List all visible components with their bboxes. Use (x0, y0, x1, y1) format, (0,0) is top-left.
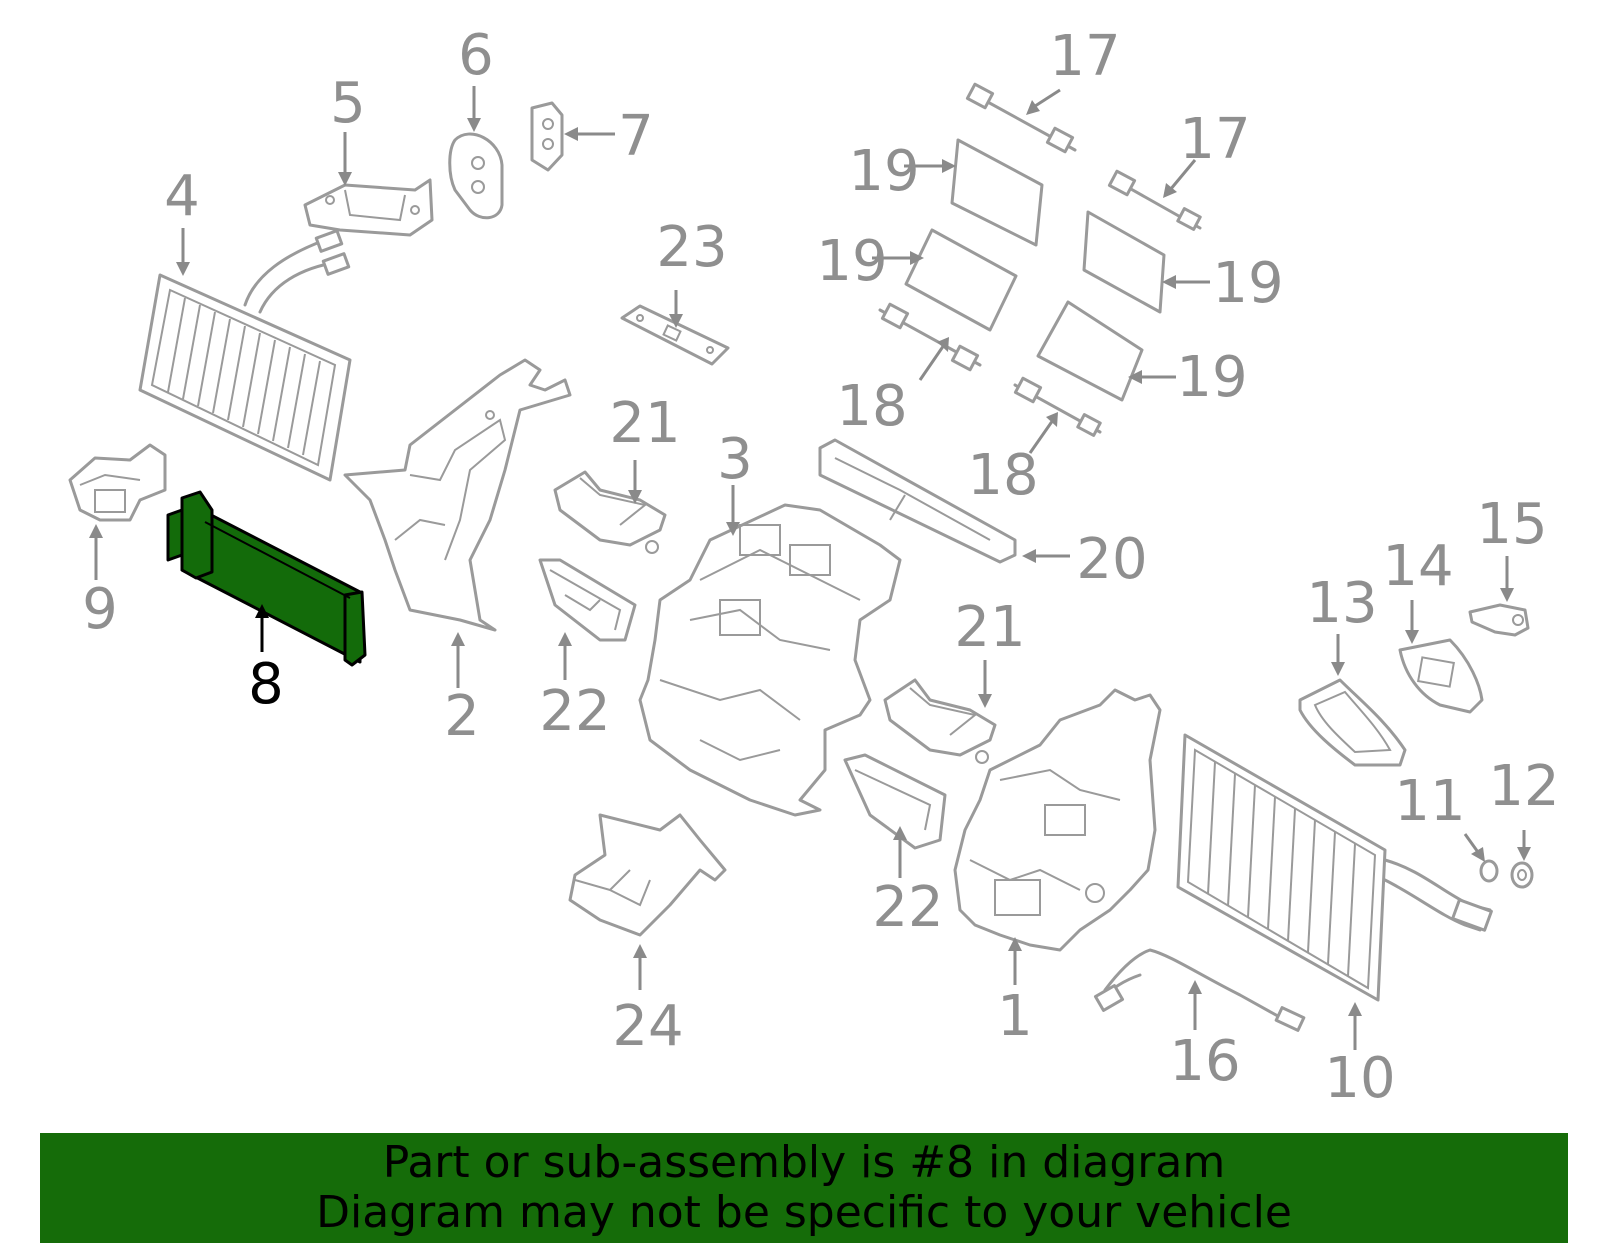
part-1-case (953, 688, 1162, 952)
callout-17-lower: 17 (1179, 107, 1250, 172)
callout-labels: 1 2 3 4 5 6 7 8 9 10 11 12 13 14 15 16 1… (82, 23, 1559, 1111)
callout-1: 1 (997, 984, 1033, 1049)
callout-9: 9 (82, 577, 118, 642)
callout-11: 11 (1394, 769, 1465, 834)
callout-12: 12 (1488, 754, 1559, 819)
part-16-harness (1093, 948, 1306, 1032)
callout-20: 20 (1076, 527, 1147, 592)
callout-15: 15 (1476, 492, 1547, 557)
callout-19-a: 19 (848, 139, 919, 204)
part-22-vent-upper (538, 558, 637, 642)
callout-16: 16 (1169, 1029, 1240, 1094)
part-6-gasket (448, 132, 504, 220)
part-24-duct (568, 813, 727, 937)
callout-23: 23 (656, 215, 727, 280)
callout-17-upper: 17 (1049, 24, 1120, 89)
callout-6: 6 (458, 23, 494, 88)
callout-19-c: 19 (1212, 251, 1283, 316)
info-banner: Part or sub-assembly is #8 in diagram Di… (40, 1133, 1568, 1243)
callout-4: 4 (164, 164, 200, 229)
part-23-bracket (620, 304, 730, 366)
callout-21-upper: 21 (609, 391, 680, 456)
part-4-heater-core (138, 229, 352, 482)
callout-3: 3 (717, 427, 753, 492)
part-13-gasket (1298, 678, 1407, 767)
callout-5: 5 (330, 71, 366, 136)
part-22-vent-lower (843, 753, 947, 850)
part-14-gasket (1398, 638, 1484, 714)
callout-13: 13 (1306, 571, 1377, 636)
leader-arrows (89, 86, 1531, 1050)
part-2-duct (343, 358, 572, 632)
callout-22-upper: 22 (539, 679, 610, 744)
part-7-seal (530, 101, 564, 172)
part-9-actuator (68, 443, 167, 522)
part-21-flap-lower (883, 678, 997, 764)
part-5-bracket (303, 178, 434, 237)
part-11-12-orings (1479, 859, 1534, 889)
banner-line-1: Part or sub-assembly is #8 in diagram (382, 1137, 1226, 1188)
callout-24: 24 (612, 994, 683, 1059)
callout-18-lower: 18 (967, 443, 1038, 508)
part-17-18-bolts (878, 82, 1202, 437)
callout-19-b: 19 (816, 229, 887, 294)
callout-2: 2 (444, 684, 480, 749)
callout-8: 8 (248, 652, 284, 717)
part-21-flap-upper (553, 470, 667, 554)
part-19-filters (904, 138, 1166, 402)
part-20-filter-door (818, 438, 1017, 564)
callout-19-d: 19 (1176, 345, 1247, 410)
callout-10: 10 (1324, 1046, 1395, 1111)
part-8-highlighted (166, 490, 367, 667)
callout-22-lower: 22 (872, 875, 943, 940)
part-10-evaporator (1176, 733, 1493, 1002)
part-3-housing (638, 503, 902, 817)
callout-21-lower: 21 (954, 595, 1025, 660)
callout-14: 14 (1382, 534, 1453, 599)
callout-18-upper: 18 (836, 374, 907, 439)
callout-7: 7 (618, 104, 654, 169)
banner-line-2: Diagram may not be specific to your vehi… (316, 1187, 1292, 1238)
part-15-sensor (1468, 603, 1530, 637)
